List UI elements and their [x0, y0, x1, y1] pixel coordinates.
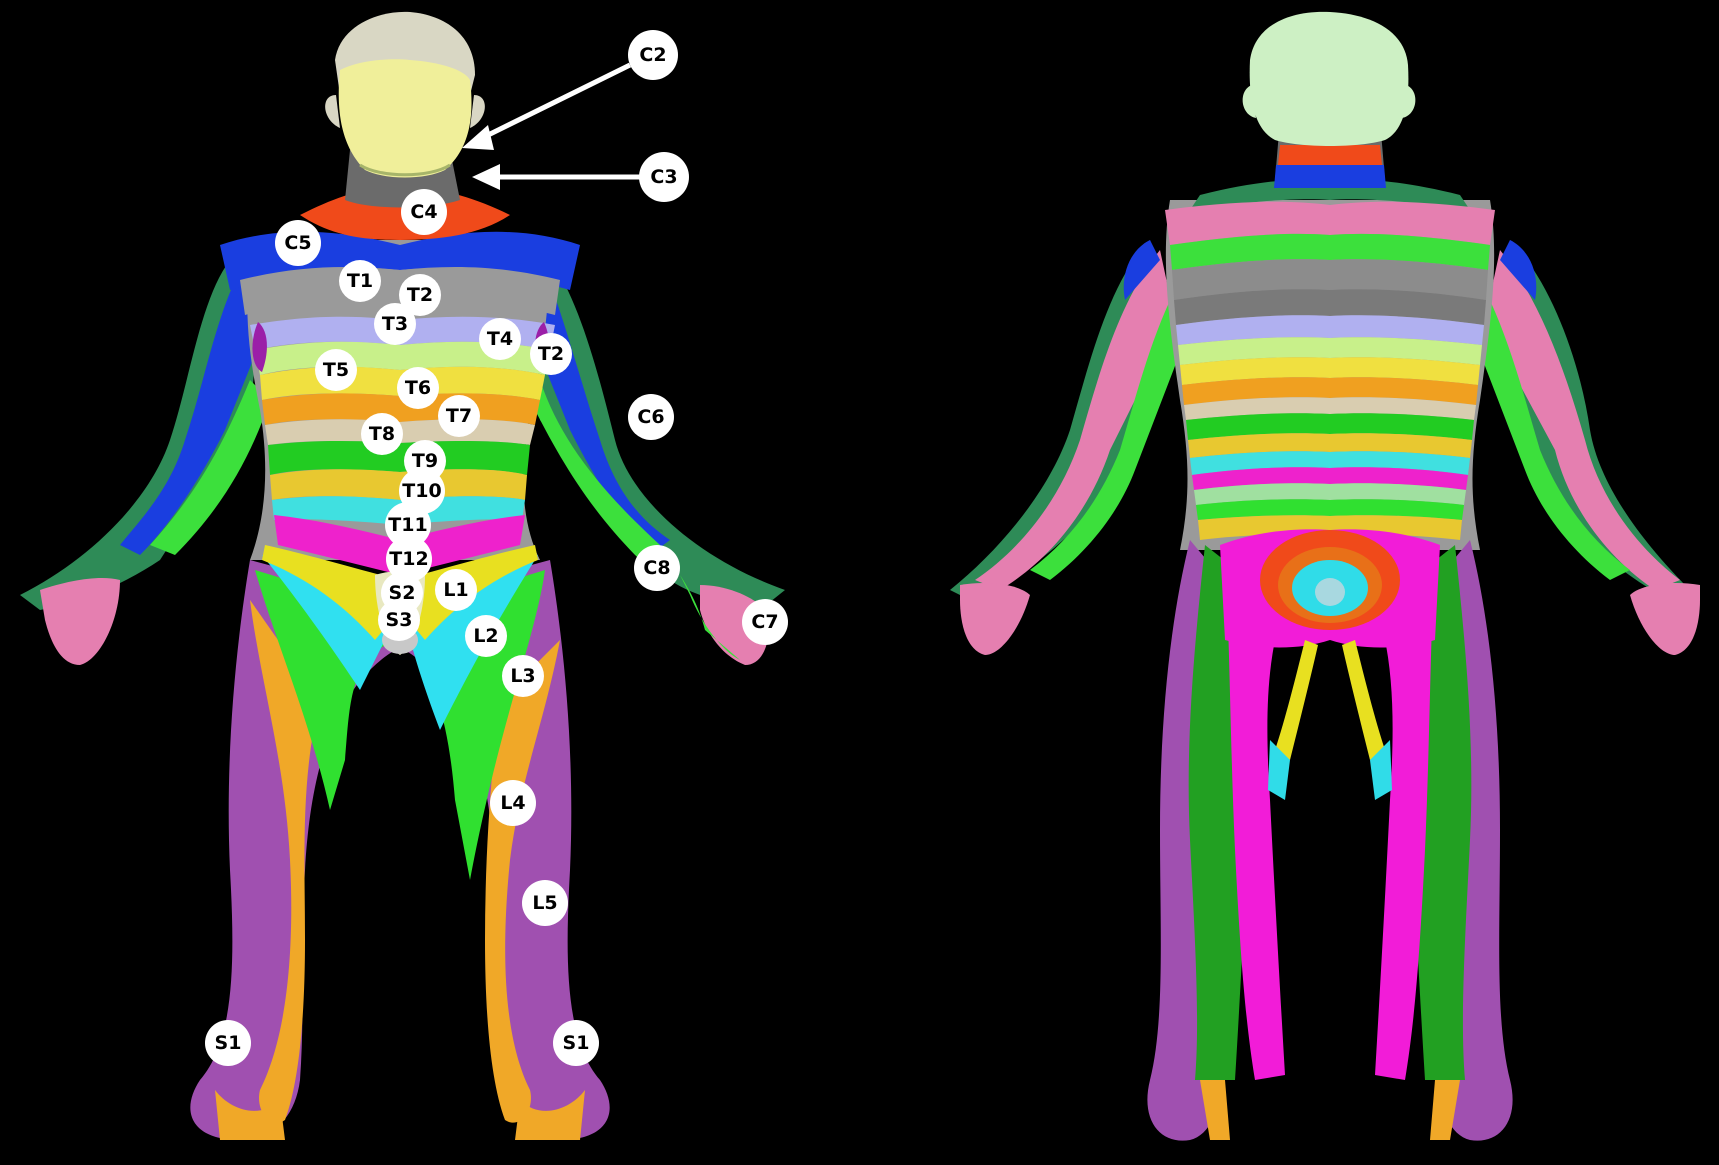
label-c3: C3: [639, 152, 689, 202]
svg-text:T12: T12: [389, 548, 428, 570]
svg-text:L5: L5: [532, 892, 557, 914]
svg-text:C5: C5: [284, 232, 311, 254]
label-t7: T7: [438, 395, 480, 437]
front-t10-band: [270, 469, 527, 500]
svg-text:T7: T7: [446, 405, 472, 427]
label-c6: C6: [628, 394, 674, 440]
svg-text:T5: T5: [323, 359, 349, 381]
svg-text:T11: T11: [388, 514, 427, 536]
svg-text:L2: L2: [473, 625, 498, 647]
svg-text:C2: C2: [639, 44, 666, 66]
svg-text:T3: T3: [382, 313, 408, 335]
label-l5: L5: [522, 880, 568, 926]
label-l3: L3: [502, 655, 544, 697]
svg-text:C6: C6: [637, 406, 664, 428]
svg-text:S1: S1: [215, 1032, 242, 1054]
back-neck-c4: [1278, 145, 1382, 165]
label-s1-left: S1: [205, 1020, 251, 1066]
svg-text:C8: C8: [643, 557, 670, 579]
back-sacral-center: [1315, 578, 1345, 606]
label-c7: C7: [742, 599, 788, 645]
label-t1: T1: [339, 260, 381, 302]
svg-text:T4: T4: [487, 328, 513, 350]
label-t6: T6: [397, 367, 439, 409]
svg-text:T8: T8: [369, 423, 395, 445]
label-t5: T5: [315, 349, 357, 391]
label-t4: T4: [479, 318, 521, 360]
label-l4: L4: [490, 780, 536, 826]
svg-text:S1: S1: [563, 1032, 590, 1054]
svg-text:L4: L4: [500, 792, 525, 814]
label-t8: T8: [361, 413, 403, 455]
svg-text:C3: C3: [650, 166, 677, 188]
svg-text:T2: T2: [538, 343, 564, 365]
label-c4: C4: [401, 189, 447, 235]
svg-text:L1: L1: [443, 579, 468, 601]
svg-text:T10: T10: [402, 480, 441, 502]
label-l2: L2: [465, 615, 507, 657]
label-c2: C2: [628, 30, 678, 80]
label-l1: L1: [435, 569, 477, 611]
svg-text:T1: T1: [347, 270, 373, 292]
back-head: [1250, 12, 1409, 146]
label-c5: C5: [275, 220, 321, 266]
label-c8: C8: [634, 545, 680, 591]
svg-text:T2: T2: [407, 284, 433, 306]
label-s3: S3: [378, 599, 420, 641]
label-s1-right: S1: [553, 1020, 599, 1066]
svg-text:L3: L3: [510, 665, 535, 687]
label-t2-arm: T2: [530, 333, 572, 375]
svg-text:C4: C4: [410, 201, 437, 223]
svg-text:C7: C7: [751, 611, 778, 633]
front-head-face: [339, 59, 472, 177]
svg-text:T6: T6: [405, 377, 431, 399]
back-neck-c5: [1274, 165, 1386, 188]
svg-text:S3: S3: [386, 609, 413, 631]
label-t3: T3: [374, 303, 416, 345]
